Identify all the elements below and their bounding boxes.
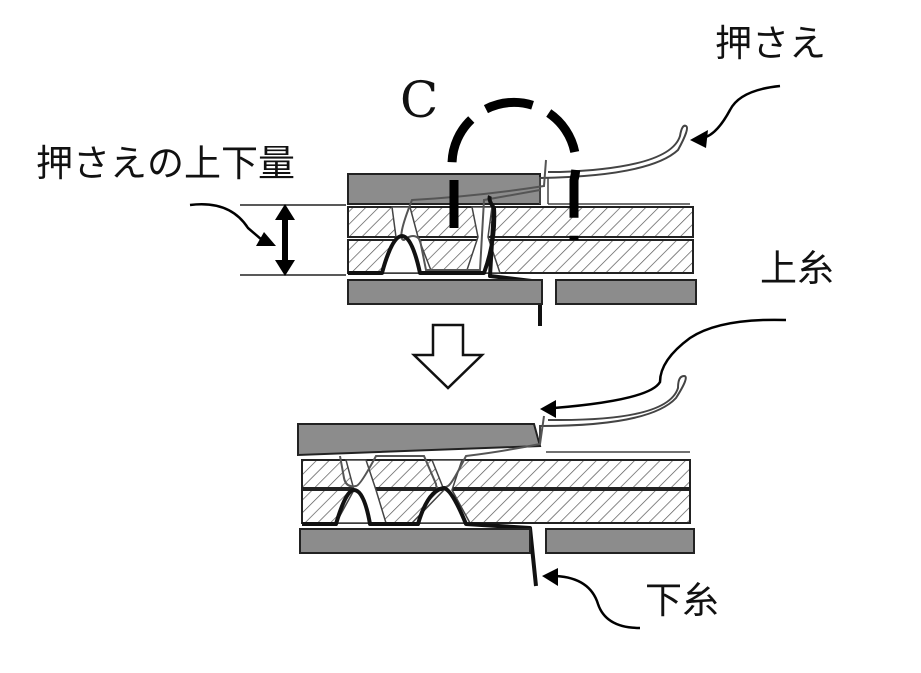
presser-foot-arm-bottom [539, 374, 687, 444]
label-detail-c: C [400, 71, 438, 129]
arrow-up-icon [275, 204, 295, 220]
presser-amount-measure [189, 203, 346, 276]
label-upper-thread: 上糸 [760, 247, 834, 290]
label-presser-amount: 押さえの上下量 [36, 142, 295, 185]
transition-arrow-down-icon [410, 323, 486, 390]
detail-circle-c [447, 97, 581, 240]
upper-thread-leader [540, 318, 787, 418]
needle-plate-right-bottom [545, 528, 695, 554]
lower-thread-leader [542, 568, 641, 630]
presser-foot-leader [690, 84, 781, 148]
presser-foot-plate-bottom [297, 423, 542, 457]
arrow-left-icon [540, 400, 556, 418]
label-lower-thread: 下糸 [645, 579, 719, 622]
arrow-left-icon [690, 130, 708, 148]
leader-presser-amount [189, 203, 263, 241]
presser-foot-plate-top [347, 173, 541, 205]
needle-plate-left-top [347, 279, 543, 305]
bottom-assembly [297, 374, 695, 587]
upper-thread-top [400, 159, 547, 271]
needle-plate-right-top [555, 279, 697, 305]
needle-plate-left-bottom [299, 528, 531, 554]
label-presser-foot: 押さえ [715, 22, 826, 65]
top-assembly [347, 97, 697, 326]
arrow-left-icon [542, 568, 558, 586]
lower-thread-bottom [302, 486, 538, 587]
presser-foot-arm-top [539, 124, 688, 204]
arrow-down-icon [275, 260, 295, 276]
